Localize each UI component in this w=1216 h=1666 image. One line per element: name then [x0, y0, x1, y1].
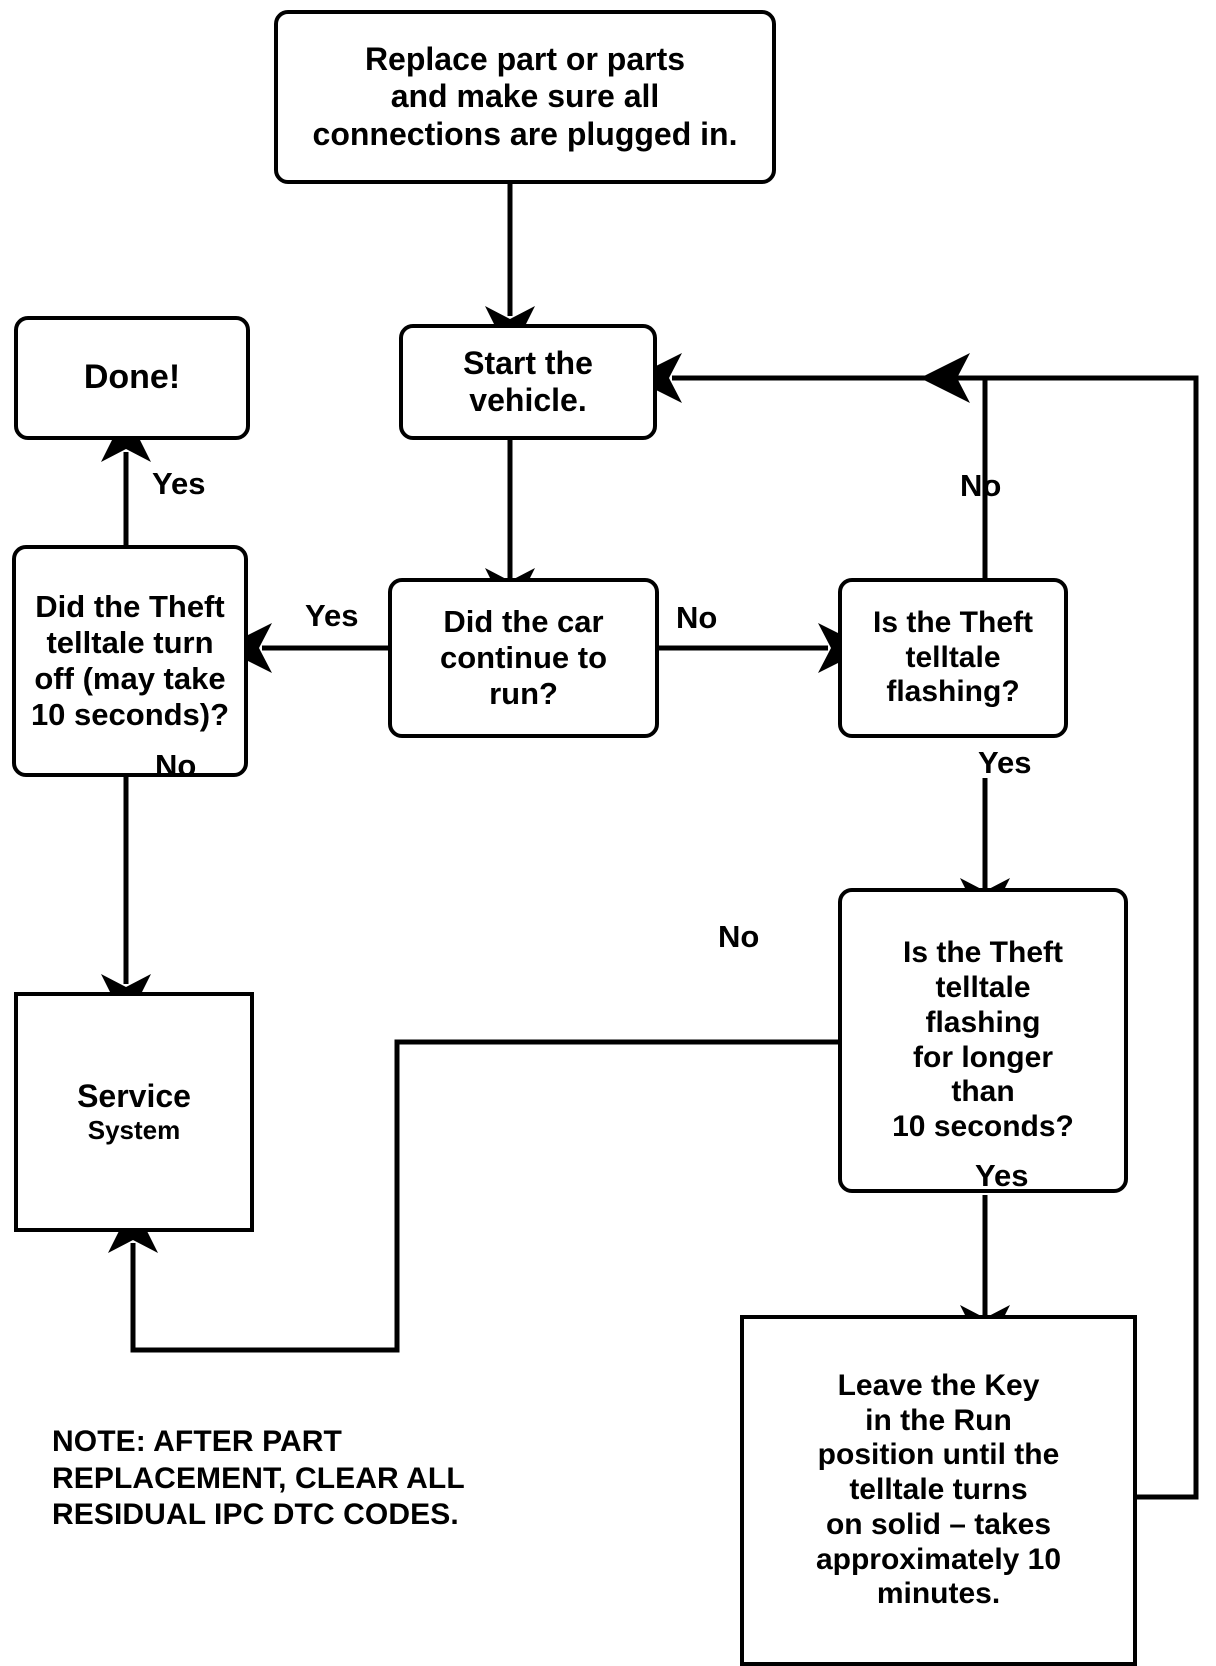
- node-is-telltale-flashing: Is the Theft telltale flashing?: [838, 578, 1068, 738]
- node-leavekey-line-3: position until the: [817, 1438, 1060, 1472]
- node-service-main: Service: [77, 1078, 191, 1115]
- node-leavekey-line-4: telltale turns: [849, 1473, 1028, 1507]
- node-replace-line-1: Replace part or parts: [364, 41, 686, 78]
- edge-label-turnoff-no: No: [155, 748, 197, 783]
- node-didcar-line-1: Did the car: [443, 604, 604, 640]
- edge-flashing-no-to-start: [632, 353, 988, 604]
- node-leavekey-line-1: Leave the Key: [837, 1368, 1040, 1402]
- node-flashing-line-1: Is the Theft: [872, 605, 1033, 639]
- edge-leavekey-to-start: [920, 353, 1199, 1500]
- node-flashing-line-2: telltale: [905, 640, 1001, 674]
- node-leavekey-line-7: minutes.: [876, 1577, 1001, 1611]
- node-flashing-line-3: flashing?: [886, 675, 1020, 709]
- node-turnoff-line-1: Did the Theft: [35, 589, 225, 625]
- edge-label-flashing-no: No: [960, 468, 1002, 503]
- node-service-sub: System: [87, 1115, 181, 1146]
- node-leavekey-line-2: in the Run: [865, 1403, 1012, 1437]
- node-turnoff-line-4: 10 seconds)?: [30, 696, 230, 732]
- node-start-vehicle: Start the vehicle.: [399, 324, 657, 440]
- node-leave-key-in-run-position: Leave the Key in the Run position until …: [740, 1315, 1137, 1666]
- node-flashlong-line-4: for longer: [913, 1040, 1053, 1074]
- node-replace-line-3: connections are plugged in.: [312, 115, 738, 152]
- node-start-line-1: Start the: [463, 344, 593, 381]
- node-leavekey-line-5: on solid – takes: [825, 1507, 1052, 1541]
- node-turnoff-line-3: off (may take: [34, 661, 226, 696]
- node-is-telltale-flashing-longer-than-10-seconds: Is the Theft telltale flashing for longe…: [838, 888, 1128, 1193]
- node-didcar-line-2: continue to: [439, 640, 608, 676]
- node-didcar-line-3: run?: [489, 675, 558, 711]
- node-flashlong-line-5: than: [951, 1075, 1015, 1109]
- node-start-line-2: vehicle.: [469, 382, 587, 418]
- node-turnoff-line-2: telltale turn: [46, 625, 214, 661]
- edge-flashlong-no-to-service: [108, 1039, 838, 1353]
- edge-label-flashlong-yes: Yes: [975, 1158, 1029, 1193]
- edge-label-flashlong-no: No: [718, 919, 760, 954]
- node-leavekey-line-6: approximately 10: [815, 1542, 1062, 1576]
- node-flashlong-line-2: telltale: [935, 970, 1031, 1004]
- node-replace-part: Replace part or parts and make sure all …: [274, 10, 776, 184]
- node-service-system: Service System: [14, 992, 254, 1232]
- node-replace-line-2: and make sure all: [390, 78, 660, 115]
- node-done: Done!: [14, 316, 250, 440]
- edge-label-didcar-no: No: [676, 600, 718, 635]
- node-did-car-continue-to-run: Did the car continue to run?: [388, 578, 659, 738]
- edge-label-didcar-yes: Yes: [305, 598, 359, 633]
- node-did-telltale-turn-off: Did the Theft telltale turn off (may tak…: [12, 545, 248, 777]
- note-text: NOTE: AFTER PART REPLACEMENT, CLEAR ALL …: [52, 1425, 465, 1532]
- edge-label-turnoff-yes: Yes: [152, 466, 206, 501]
- node-done-line-1: Done!: [83, 358, 181, 397]
- edge-label-flashing-yes: Yes: [978, 745, 1032, 780]
- node-flashlong-line-6: 10 seconds?: [892, 1110, 1074, 1144]
- node-flashlong-line-3: flashing: [925, 1005, 1041, 1039]
- node-flashlong-line-1: Is the Theft: [902, 936, 1063, 970]
